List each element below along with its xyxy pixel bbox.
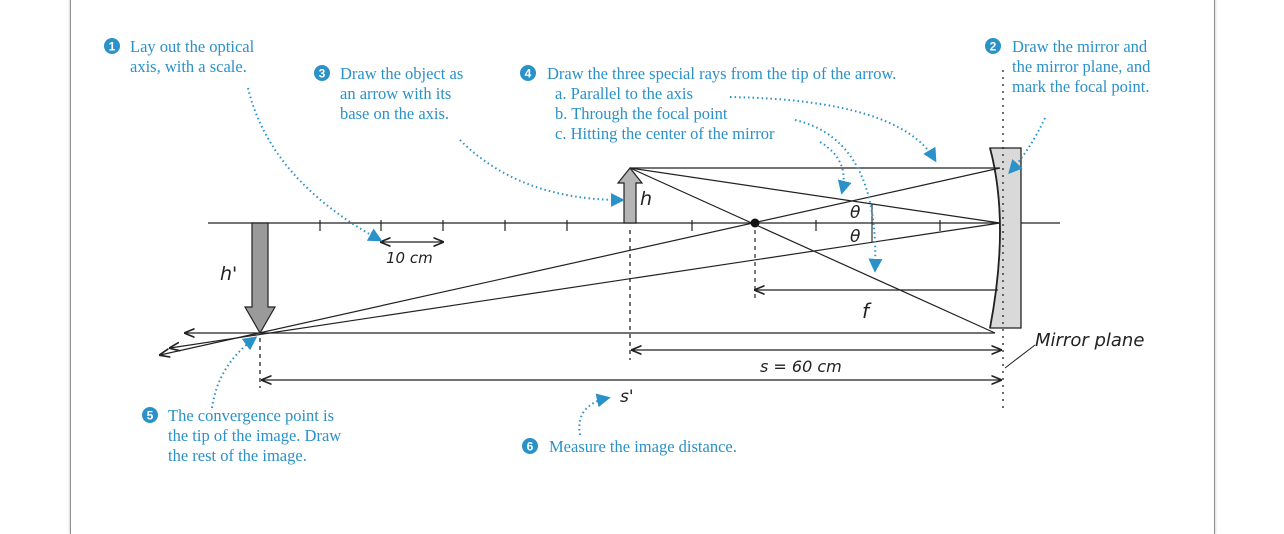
step-4-line-2: a. Parallel to the axis xyxy=(555,84,693,103)
step-2: 2 Draw the mirror and the mirror plane, … xyxy=(985,37,1151,96)
step-3: 3 Draw the object as an arrow with its b… xyxy=(314,64,463,123)
figure-frame: 10 cm h h' xyxy=(70,0,1215,534)
object-arrow: h xyxy=(616,167,652,224)
step-1-number: 1 xyxy=(109,40,116,54)
step-4-number: 4 xyxy=(525,67,532,81)
scale-label: 10 cm xyxy=(386,249,433,267)
object-distance-dimension: s = 60 cm xyxy=(632,350,1001,376)
concave-mirror xyxy=(989,147,1022,329)
step-2-line-3: mark the focal point. xyxy=(1012,77,1149,96)
mirror-plane-callout: Mirror plane xyxy=(1004,330,1144,369)
focal-length-dimension: f xyxy=(755,290,998,323)
mirror-plane-label: Mirror plane xyxy=(1035,330,1144,351)
step-6: 6 Measure the image distance. xyxy=(522,437,737,456)
image-distance-label: s' xyxy=(620,387,634,407)
image-distance-dimension: s' xyxy=(262,380,1001,407)
image-height-label: h' xyxy=(220,263,237,285)
step-3-line-1: Draw the object as xyxy=(340,64,463,83)
scale-bar: 10 cm xyxy=(381,242,443,267)
step-1-line-2: axis, with a scale. xyxy=(130,57,247,76)
step-5-line-2: the tip of the image. Draw xyxy=(168,426,341,445)
step-6-line-1: Measure the image distance. xyxy=(549,437,737,456)
step-4: 4 Draw the three special rays from the t… xyxy=(520,64,896,143)
object-distance-label: s = 60 cm xyxy=(760,357,842,376)
step-5-number: 5 xyxy=(147,409,154,423)
angle-markers: θ θ xyxy=(850,203,873,247)
step-3-number: 3 xyxy=(319,67,326,81)
callout-arrows xyxy=(211,87,1046,436)
step-4-line-4: c. Hitting the center of the mirror xyxy=(555,124,775,143)
step-1: 1 Lay out the optical axis, with a scale… xyxy=(104,37,255,76)
step-4-line-3: b. Through the focal point xyxy=(555,104,728,123)
step-2-line-1: Draw the mirror and xyxy=(1012,37,1148,56)
step-5: 5 The convergence point is the tip of th… xyxy=(142,406,341,465)
step-5-line-3: the rest of the image. xyxy=(168,446,307,465)
step-1-line-1: Lay out the optical xyxy=(130,37,255,56)
theta-upper: θ xyxy=(850,203,861,223)
step-5-line-1: The convergence point is xyxy=(168,406,334,425)
rays xyxy=(160,167,1001,355)
image-arrow: h' xyxy=(220,222,277,335)
step-4-line-1: Draw the three special rays from the tip… xyxy=(547,64,896,83)
ray-diagram: 10 cm h h' xyxy=(104,37,1151,465)
step-2-number: 2 xyxy=(990,40,997,54)
object-height-label: h xyxy=(640,188,652,210)
focal-label: f xyxy=(862,299,872,323)
theta-lower: θ xyxy=(850,227,861,247)
step-2-line-2: the mirror plane, and xyxy=(1012,57,1151,76)
step-3-line-2: an arrow with its xyxy=(340,84,451,103)
step-3-line-3: base on the axis. xyxy=(340,104,449,123)
step-6-number: 6 xyxy=(527,440,534,454)
focal-point xyxy=(750,218,760,228)
